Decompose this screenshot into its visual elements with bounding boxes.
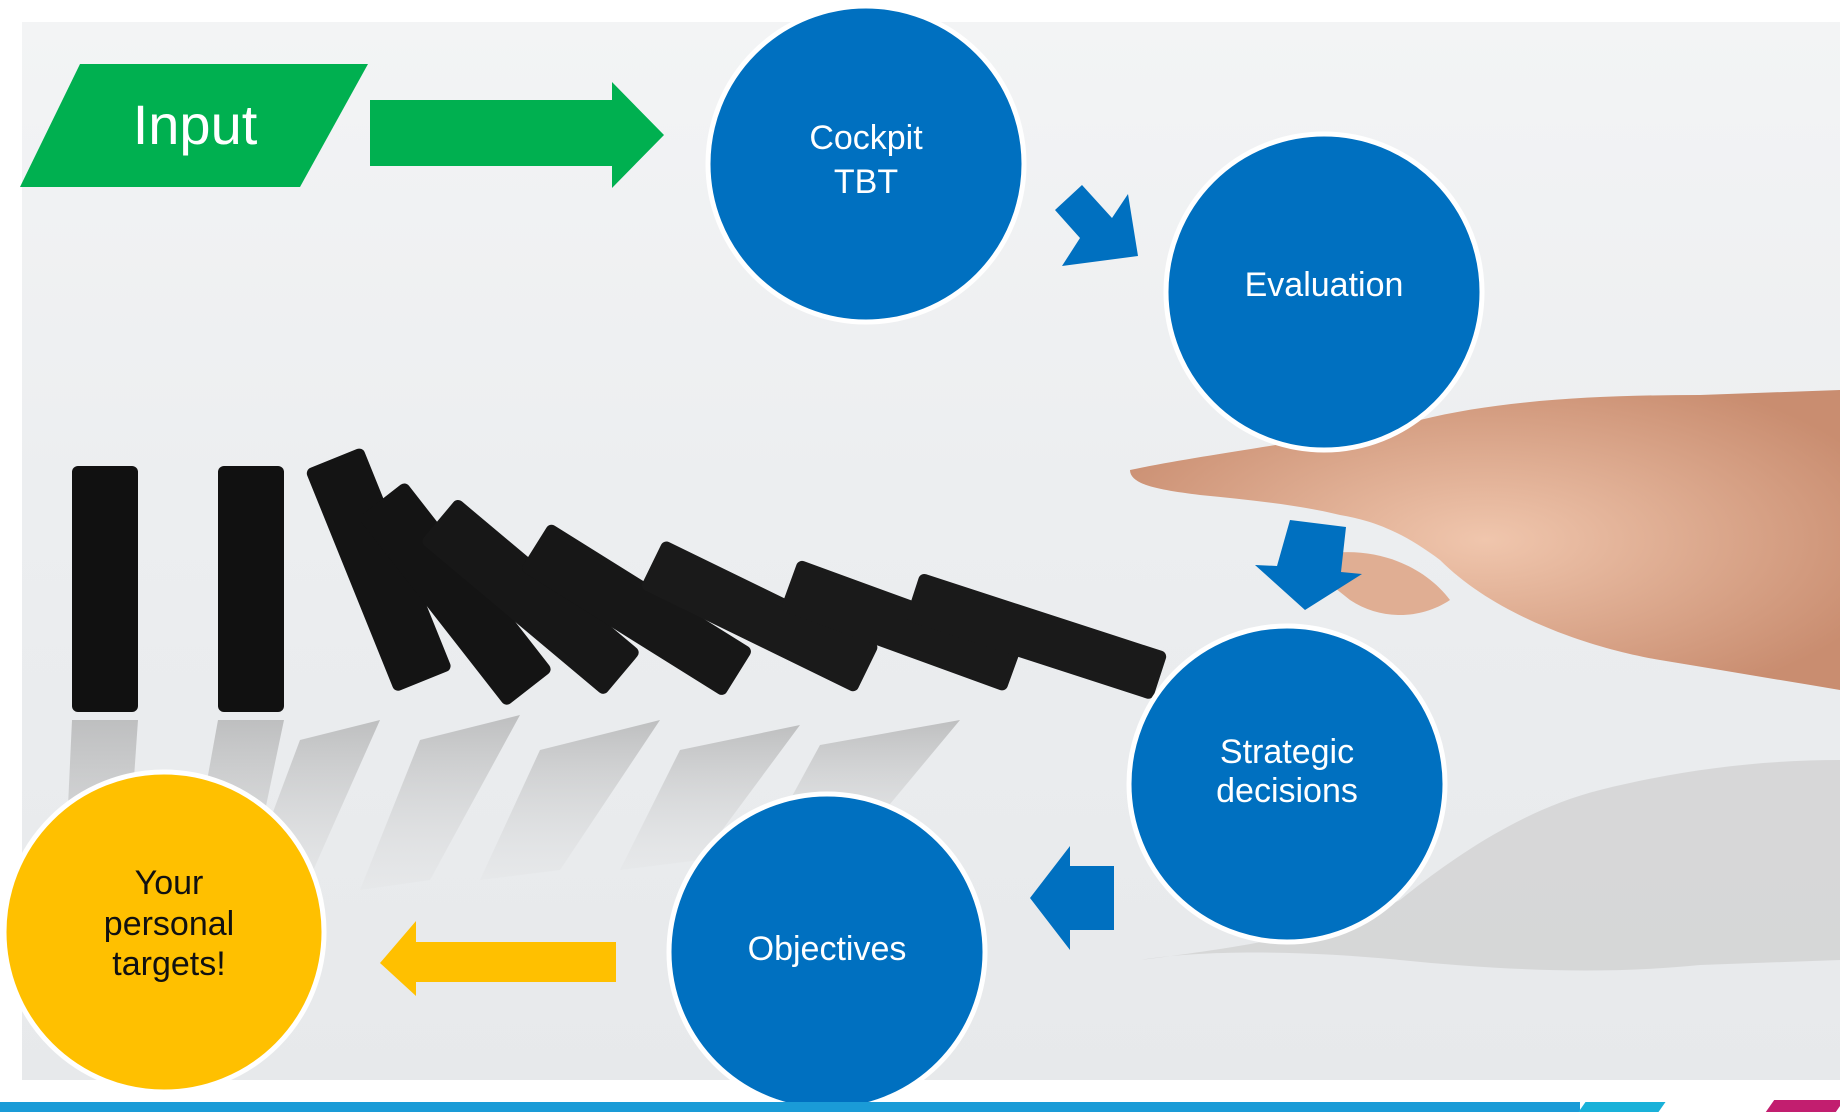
- input-label: Input: [132, 92, 258, 156]
- strategic-label: Strategic decisions: [1216, 732, 1358, 810]
- footer-accent-cyan: [1578, 1102, 1666, 1112]
- input-shape: [20, 64, 368, 187]
- cockpit-label: Cockpit TBT: [809, 118, 923, 201]
- strategic-circle: [1126, 623, 1448, 945]
- footer-accent-magenta: [1765, 1100, 1840, 1112]
- evaluation-circle: [1163, 131, 1485, 453]
- targets-circle: [1, 769, 327, 1095]
- objectives-label: Objectives: [747, 929, 907, 968]
- cockpit-circle: [705, 3, 1027, 325]
- arrow-evaluation-to-strategic: [1255, 520, 1362, 610]
- footer-bar: [0, 1102, 1580, 1112]
- targets-label: Your personal targets!: [103, 863, 235, 984]
- hand-reflection: [1140, 760, 1840, 971]
- arrow-cockpit-to-evaluation: [1055, 185, 1138, 266]
- dominoes: [72, 448, 1167, 712]
- evaluation-label: Evaluation: [1244, 265, 1404, 304]
- arrow-strategic-to-objectives: [1030, 846, 1114, 950]
- yellow-arrow: [380, 921, 616, 996]
- green-arrow: [370, 82, 664, 188]
